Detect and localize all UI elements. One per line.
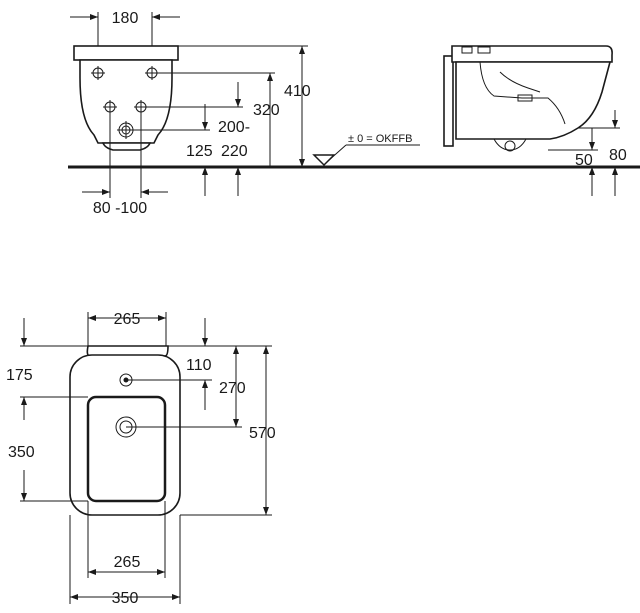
reference-label: ± 0 = OKFFB — [348, 133, 412, 145]
dim-350-bottom-label: 350 — [112, 590, 139, 607]
side-view: 50 80 — [443, 45, 627, 196]
front-bowl-base — [101, 142, 152, 151]
front-view: 180 410 320 200- 220 125 80 -10 — [68, 10, 640, 217]
front-mount-hole-upper-left — [91, 66, 105, 80]
dim-125-label: 125 — [186, 143, 213, 160]
dim-80-100-label: 80 -100 — [93, 200, 147, 217]
dim-175-label: 175 — [6, 367, 33, 384]
dim-220-label: 220 — [221, 143, 248, 160]
dim-265-top-label: 265 — [114, 311, 141, 328]
side-bowl-contour — [499, 71, 541, 93]
dim-270-label: 270 — [219, 380, 246, 397]
floor-reference: ± 0 = OKFFB — [312, 133, 420, 167]
top-inner-bowl — [86, 395, 167, 503]
dim-410-label: 410 — [284, 83, 311, 100]
side-bowl-inner — [479, 61, 566, 125]
dim-350-vertical-label: 350 — [8, 444, 35, 461]
side-drain-fitting — [517, 94, 533, 102]
side-bowl-body — [455, 61, 612, 140]
side-connector-cap — [504, 140, 516, 152]
side-fitting-mid — [477, 46, 491, 54]
front-bowl-body — [79, 59, 173, 144]
dim-265-bottom-label: 265 — [114, 554, 141, 571]
dim-200-label: 200- — [218, 119, 250, 136]
front-top-slab — [73, 45, 179, 61]
side-connector — [493, 138, 527, 151]
dim-320-label: 320 — [253, 102, 280, 119]
side-wall-plate — [443, 55, 454, 147]
dim-570-label: 570 — [249, 425, 276, 442]
dim-110-label: 110 — [186, 357, 212, 374]
side-fitting-left — [461, 46, 473, 54]
dim-180-label: 180 — [112, 10, 139, 27]
level-triangle-icon — [312, 154, 336, 167]
top-view: 265 175 350 110 270 570 — [6, 311, 276, 607]
dim-50-label: 50 — [575, 152, 593, 169]
side-top-rim — [451, 45, 613, 63]
dim-80-side-label: 80 — [609, 147, 627, 164]
